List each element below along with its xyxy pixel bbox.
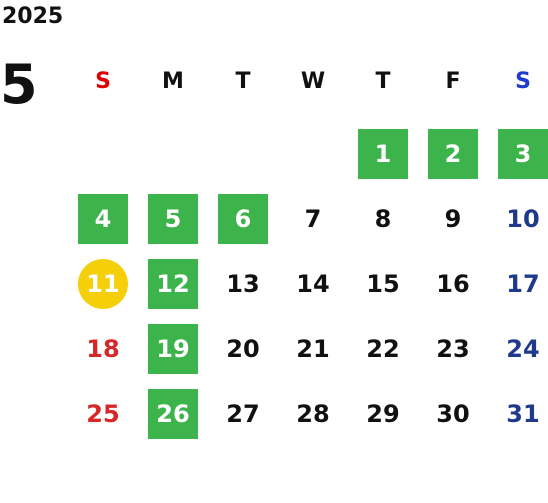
day-number: 30 — [436, 399, 470, 428]
day-cell-18[interactable]: 18 — [68, 316, 138, 381]
day-number: 31 — [506, 399, 540, 428]
day-number: 21 — [296, 334, 330, 363]
day-number: 24 — [506, 334, 540, 363]
day-number: 27 — [226, 399, 260, 428]
day-number: 13 — [226, 269, 260, 298]
day-number: 10 — [506, 204, 540, 233]
weekday-header-fri: F — [445, 68, 461, 94]
day-cell-20[interactable]: 20 — [208, 316, 278, 381]
weekday-header-sat: S — [515, 68, 531, 94]
weekday-header-wed: W — [300, 68, 326, 94]
day-number: 19 — [148, 323, 198, 374]
day-number: 15 — [366, 269, 400, 298]
day-cell-10[interactable]: 10 — [488, 186, 548, 251]
day-cell-11[interactable]: 11 — [68, 251, 138, 316]
day-cell-15[interactable]: 15 — [348, 251, 418, 316]
day-number: 2 — [428, 128, 478, 179]
day-cell-23[interactable]: 23 — [418, 316, 488, 381]
day-cell-5[interactable]: 5 — [138, 186, 208, 251]
day-number: 9 — [444, 204, 462, 233]
day-cell-27[interactable]: 27 — [208, 381, 278, 446]
empty-day-cell — [208, 121, 278, 186]
day-number: 7 — [304, 204, 322, 233]
day-number: 29 — [366, 399, 400, 428]
day-cell-17[interactable]: 17 — [488, 251, 548, 316]
day-cell-13[interactable]: 13 — [208, 251, 278, 316]
day-cell-19[interactable]: 19 — [138, 316, 208, 381]
weekday-header-tue: T — [235, 68, 251, 94]
year-label: 2025 — [2, 4, 64, 29]
day-cell-16[interactable]: 16 — [418, 251, 488, 316]
day-cell-25[interactable]: 25 — [68, 381, 138, 446]
day-cell-28[interactable]: 28 — [278, 381, 348, 446]
day-number: 3 — [498, 128, 548, 179]
day-cell-14[interactable]: 14 — [278, 251, 348, 316]
day-number: 1 — [358, 128, 408, 179]
day-number: 17 — [506, 269, 540, 298]
day-cell-7[interactable]: 7 — [278, 186, 348, 251]
day-number: 8 — [374, 204, 392, 233]
month-number: 5 — [0, 53, 38, 116]
day-number: 14 — [296, 269, 330, 298]
day-cell-31[interactable]: 31 — [488, 381, 548, 446]
day-number: 26 — [148, 388, 198, 439]
empty-day-cell — [278, 121, 348, 186]
weekday-header-mon: M — [162, 68, 184, 94]
day-number: 6 — [218, 193, 268, 244]
day-cell-3[interactable]: 3 — [488, 121, 548, 186]
day-number: 22 — [366, 334, 400, 363]
day-number: 18 — [86, 334, 120, 363]
day-cell-12[interactable]: 12 — [138, 251, 208, 316]
day-cell-6[interactable]: 6 — [208, 186, 278, 251]
day-cell-9[interactable]: 9 — [418, 186, 488, 251]
empty-day-cell — [68, 121, 138, 186]
day-cell-26[interactable]: 26 — [138, 381, 208, 446]
empty-day-cell — [138, 121, 208, 186]
day-number: 25 — [86, 399, 120, 428]
day-number: 4 — [78, 193, 128, 244]
day-cell-24[interactable]: 24 — [488, 316, 548, 381]
day-number: 11 — [78, 258, 128, 309]
weekday-header-thu: T — [375, 68, 391, 94]
day-cell-1[interactable]: 1 — [348, 121, 418, 186]
day-number: 16 — [436, 269, 470, 298]
day-number: 28 — [296, 399, 330, 428]
day-cell-2[interactable]: 2 — [418, 121, 488, 186]
day-cell-30[interactable]: 30 — [418, 381, 488, 446]
day-number: 23 — [436, 334, 470, 363]
day-cell-29[interactable]: 29 — [348, 381, 418, 446]
day-cell-8[interactable]: 8 — [348, 186, 418, 251]
day-number: 5 — [148, 193, 198, 244]
day-number: 20 — [226, 334, 260, 363]
weekday-header-sun: S — [95, 68, 111, 94]
day-number: 12 — [148, 258, 198, 309]
day-cell-21[interactable]: 21 — [278, 316, 348, 381]
day-cell-22[interactable]: 22 — [348, 316, 418, 381]
day-cell-4[interactable]: 4 — [68, 186, 138, 251]
